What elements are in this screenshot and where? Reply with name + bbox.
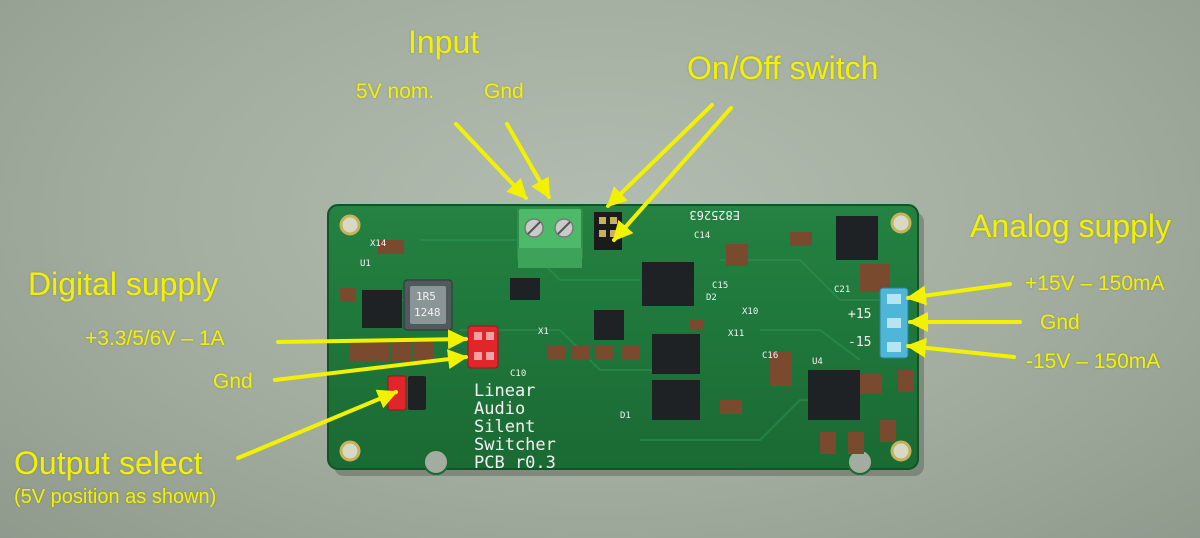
label-analog-supply: Analog supply [970,208,1172,244]
board-name-line-1: Linear [474,381,535,401]
label-output-select-note: (5V position as shown) [14,486,217,508]
board-name-line-4: Switcher [474,435,556,455]
label-digital-gnd: Gnd [213,370,253,393]
ref-c14: C14 [694,231,710,241]
inductor-marking-2: 1248 [414,306,441,319]
label-input-gnd: Gnd [484,80,524,103]
board-name-line-5: PCB r0.3 [474,453,556,473]
mounting-hole-icon [339,212,912,475]
ref-d1: D1 [620,411,631,421]
analog-mark-neg: -15 [848,335,871,350]
digital-output-header [467,325,499,369]
silkscreen: Linear Audio Silent Switcher PCB r0.3 E8… [360,208,871,473]
screw-icon [524,218,574,238]
board-name-line-3: Silent [474,417,535,437]
ref-c16: C16 [762,351,778,361]
ref-x11: X11 [728,329,744,339]
label-digital-voltage: +3.3/5/6V – 1A [85,327,225,350]
analog-output-header [879,287,909,359]
serial-number: E825263 [689,208,740,222]
label-onoff-switch: On/Off switch [687,50,879,86]
arrow-analog-neg [906,337,1016,359]
arrow-output-select [236,389,398,460]
arrow-onoff-1 [606,103,714,208]
ic-chips [362,216,878,420]
annotation-arrows [236,103,1022,460]
label-analog-neg: -15V – 150mA [1026,350,1161,373]
analog-mark-pos: +15 [848,307,871,322]
arrow-digital-voltage [276,329,468,350]
arrow-onoff-2 [612,106,733,242]
arrow-input-gnd [505,122,551,199]
arrow-input-5v [454,122,528,200]
label-analog-gnd: Gnd [1040,311,1080,334]
label-output-select: Output select [14,445,203,481]
ref-c21: C21 [834,285,850,295]
board-name-line-2: Audio [474,399,525,419]
label-input-5v: 5V nom. [356,80,435,103]
ref-d2: D2 [706,293,717,303]
ref-u4: U4 [812,357,823,367]
inductor [403,279,453,331]
ref-x1: X1 [538,327,549,337]
ref-c15: C15 [712,281,728,291]
smd-capacitors [340,232,914,454]
arrow-digital-gnd [273,349,468,382]
inductor-marking-1: 1R5 [416,290,436,303]
ref-x10: X10 [742,307,758,317]
arrow-analog-pos [906,282,1012,306]
label-digital-supply: Digital supply [28,266,219,302]
ref-c10: C10 [510,369,526,379]
ref-x14: X14 [370,239,386,249]
input-terminal-block [517,207,583,268]
label-analog-pos: +15V – 150mA [1025,272,1165,295]
ref-u1: U1 [360,259,371,269]
onoff-jumper-header [594,212,622,250]
label-input-title: Input [408,24,480,60]
